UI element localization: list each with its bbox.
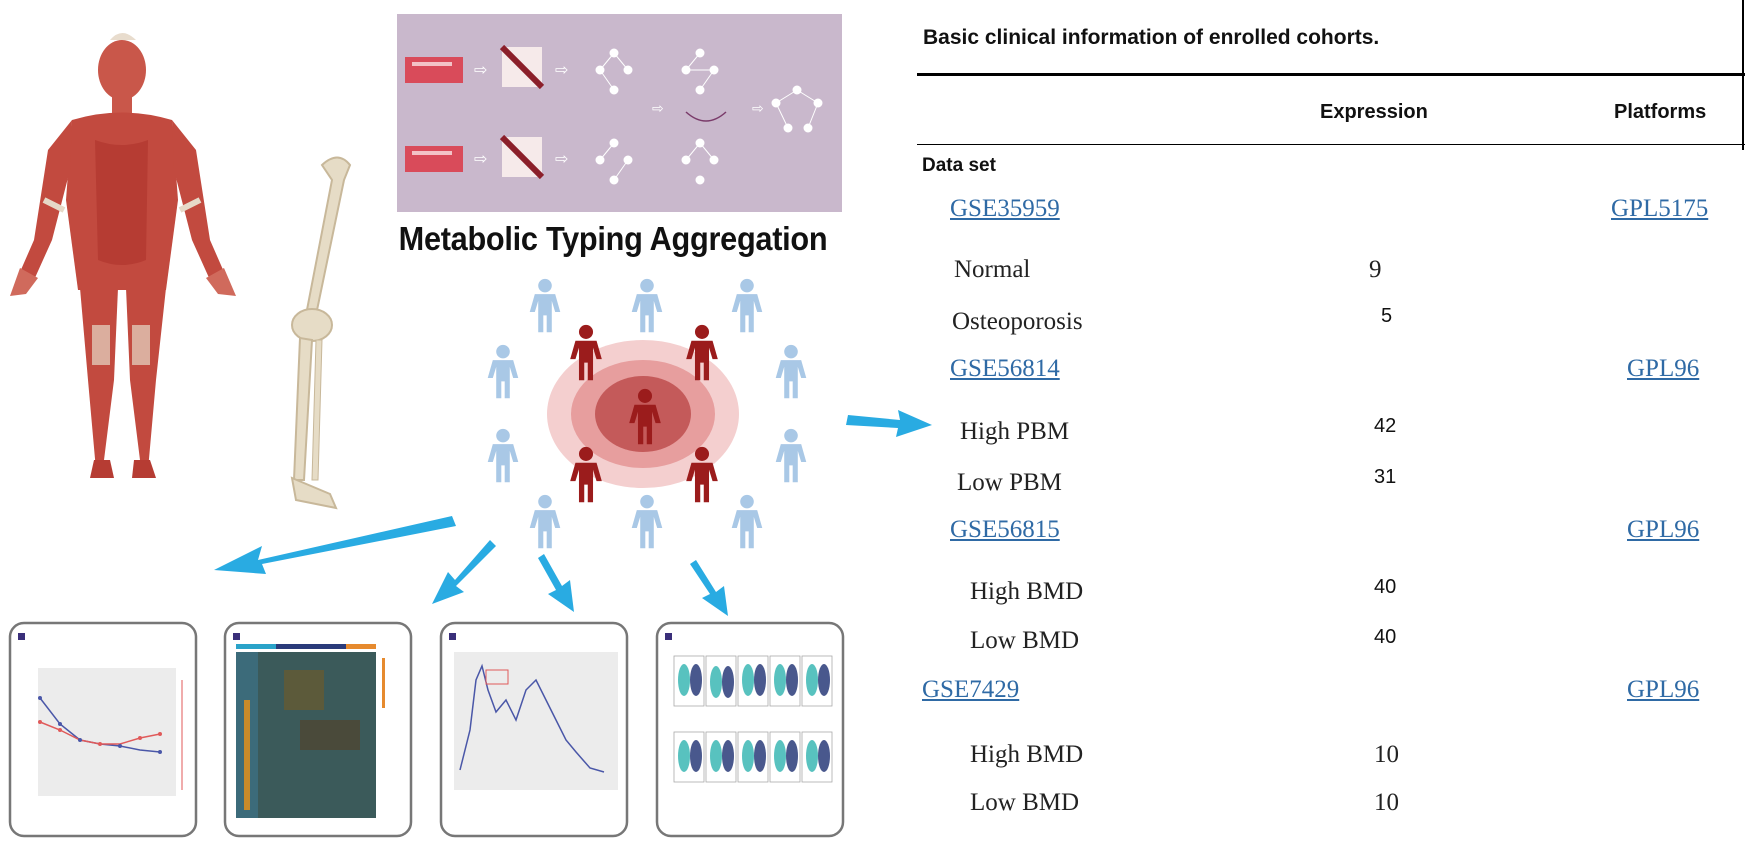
svg-text:⇨: ⇨ (652, 101, 664, 117)
svg-text:⇨: ⇨ (555, 60, 568, 79)
row-label: Osteoporosis (952, 308, 1083, 335)
table-title: Basic clinical information of enrolled c… (923, 26, 1380, 49)
table-top-rule (917, 73, 1745, 76)
row-label: Low BMD (970, 789, 1080, 816)
row-value: 9 (1369, 256, 1382, 283)
row-label: High BMD (970, 578, 1084, 605)
row-label: Normal (954, 256, 1031, 283)
platform-link-gpl96[interactable]: GPL96 (1627, 676, 1700, 703)
leg-bone-illustration (290, 156, 352, 510)
table-right-edge (1742, 0, 1744, 150)
svg-text:⇨: ⇨ (474, 60, 487, 79)
header-expression: Expression (1320, 101, 1428, 123)
dataset-link-gse7429[interactable]: GSE7429 (922, 676, 1020, 703)
human-anatomy-illustration (10, 33, 236, 478)
row-value: 40 (1374, 576, 1397, 598)
platform-link-gpl96[interactable]: GPL96 (1627, 355, 1700, 382)
row-value: 10 (1374, 741, 1399, 768)
row-label: Low BMD (970, 627, 1080, 654)
row-value: 10 (1374, 789, 1399, 816)
row-value: 5 (1381, 305, 1393, 327)
platform-link-gpl96[interactable]: GPL96 (1627, 516, 1700, 543)
row-label: Low PBM (957, 469, 1062, 496)
result-panels (8, 621, 845, 838)
network-workflow-panel: ⇨ ⇨ ⇨ ⇨ ⇨ ⇨ (397, 14, 842, 212)
row-value: 31 (1374, 466, 1397, 488)
svg-text:⇨: ⇨ (752, 101, 764, 117)
svg-text:⇨: ⇨ (555, 149, 568, 168)
row-value: 40 (1374, 626, 1397, 648)
figure-title: Metabolic Typing Aggregation (398, 220, 828, 257)
patient-cluster-diagram (487, 278, 807, 549)
dataset-link-gse56814[interactable]: GSE56814 (950, 355, 1060, 382)
platform-link-gpl5175[interactable]: GPL5175 (1611, 195, 1709, 222)
row-label: High PBM (960, 418, 1070, 445)
header-platforms: Platforms (1614, 101, 1707, 123)
row-value: 42 (1374, 415, 1397, 437)
section-label: Data set (922, 155, 996, 176)
row-label: High BMD (970, 741, 1084, 768)
table-header-rule (917, 144, 1745, 145)
svg-text:⇨: ⇨ (474, 149, 487, 168)
dataset-link-gse56815[interactable]: GSE56815 (950, 516, 1060, 543)
flow-arrows (214, 410, 932, 616)
dataset-link-gse35959[interactable]: GSE35959 (950, 195, 1060, 222)
